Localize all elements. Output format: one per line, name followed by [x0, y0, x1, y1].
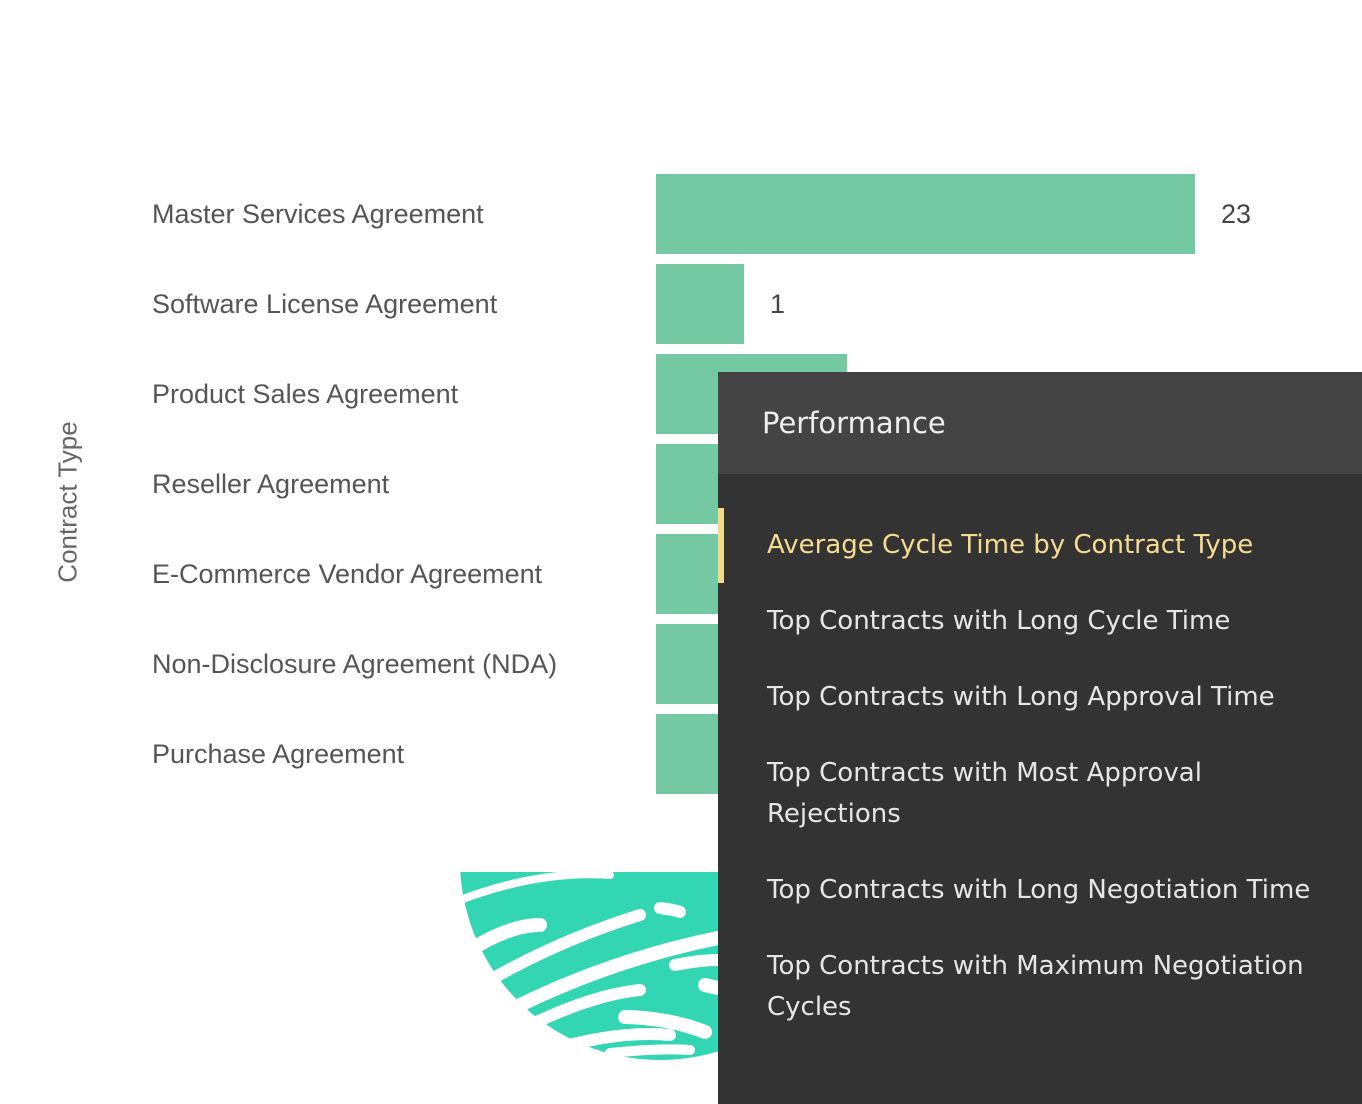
bar[interactable]	[656, 174, 1195, 254]
data-label: 1	[770, 289, 786, 319]
category-label: Purchase Agreement	[152, 739, 405, 769]
menu-item[interactable]: Average Cycle Time by Contract Type	[718, 508, 1362, 583]
menu-item[interactable]: Top Contracts with Long Approval Time	[767, 682, 1275, 712]
category-label: Reseller Agreement	[152, 469, 390, 499]
category-label: Software License Agreement	[152, 289, 498, 319]
menu-item[interactable]: Top Contracts with Maximum Negotiation C…	[767, 951, 1304, 1022]
menu-item[interactable]: Top Contracts with Most Approval Rejecti…	[767, 758, 1202, 829]
decorative-globe-graphic	[460, 872, 718, 1060]
y-axis-title: Contract Type	[52, 421, 83, 583]
category-label: Product Sales Agreement	[152, 379, 459, 409]
bar[interactable]	[656, 264, 744, 344]
data-label: 23	[1221, 199, 1252, 229]
category-label: E-Commerce Vendor Agreement	[152, 559, 543, 589]
menu-header: Performance	[718, 372, 1362, 474]
menu-item[interactable]: Top Contracts with Long Negotiation Time	[767, 875, 1311, 905]
menu-item[interactable]: Top Contracts with Long Cycle Time	[767, 606, 1231, 636]
report-menu-panel: Performance Average Cycle Time by Contra…	[718, 372, 1362, 1104]
category-label: Non-Disclosure Agreement (NDA)	[152, 649, 558, 679]
category-label: Master Services Agreement	[152, 199, 484, 229]
